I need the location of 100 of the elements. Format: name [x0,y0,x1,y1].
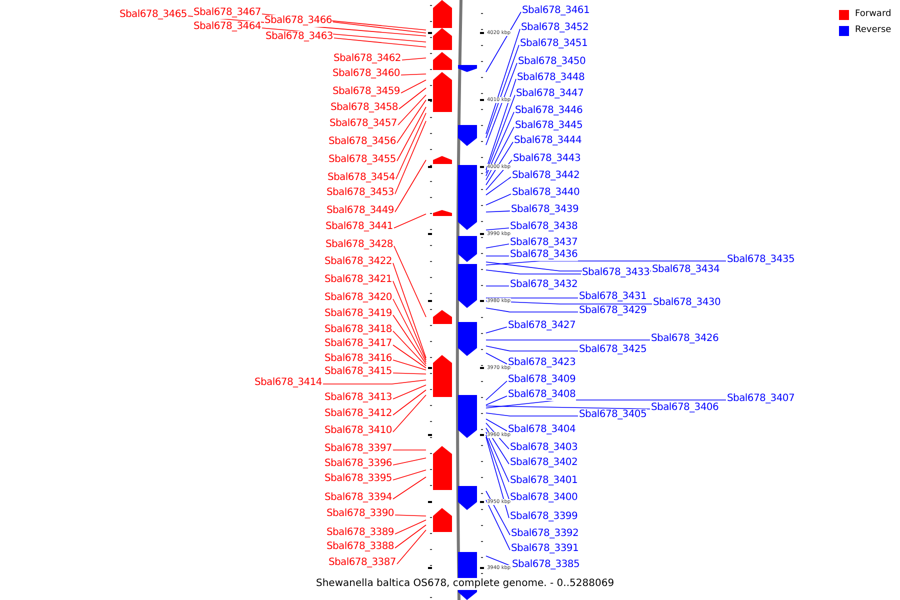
caption: Shewanella baltica OS678, complete genome. - 0..5288069 [316,578,614,590]
gene-label: Sbal678_3390 [326,508,394,520]
leader-line [486,244,510,248]
leader-line [392,360,426,370]
leader-line [486,228,510,230]
gene-label: Sbal678_3421 [324,274,392,286]
leader-line [486,44,520,138]
leader-line [486,112,514,176]
gene-label: Sbal678_3397 [324,443,392,455]
gene-label: Sbal678_3452 [521,22,589,34]
gene-label: Sbal678_3417 [324,338,392,350]
gene-label: Sbal678_3435 [727,254,795,266]
leader-line [402,58,426,60]
gene-label: Sbal678_3436 [510,249,578,261]
gene-label: Sbal678_3402 [510,457,578,469]
leader-line [486,556,512,566]
leader-line [394,520,426,534]
leader-line [394,514,426,516]
gene-label: Sbal678_3388 [326,541,394,553]
leader-line [400,74,426,76]
gene-label: Sbal678_3446 [515,105,583,117]
leader-line [486,160,512,190]
gene-label: Sbal678_3410 [324,425,392,437]
leader-line [486,308,578,312]
leader-line [396,112,426,180]
leader-line [392,262,426,358]
gene-label: Sbal678_3427 [508,320,576,332]
leader-line [392,298,426,362]
gene-label: Sbal678_3419 [324,308,392,320]
leader-line [486,28,520,134]
gene-label: Sbal678_3407 [727,393,795,405]
gene-label: Sbal678_3426 [651,333,719,345]
gene-label: Sbal678_3449 [326,205,394,217]
gene-label: Sbal678_3415 [324,366,392,378]
gene-label: Sbal678_3450 [518,56,586,68]
leader-line [486,12,522,72]
leader-line [392,372,426,374]
legend-label: Forward [855,9,892,20]
leader-line [486,396,508,406]
leader-line [486,406,650,410]
leader-line [486,500,510,550]
gene-label: Sbal678_3445 [515,120,583,132]
gene-label: Sbal678_3465 [119,9,187,21]
gene-label: Sbal678_3432 [510,279,578,291]
leader-line [392,384,426,400]
gene-label: Sbal678_3431 [579,291,647,303]
leader-line [486,176,512,196]
leader-line [486,490,510,536]
gene-label: Sbal678_3454 [327,172,395,184]
gene-label: Sbal678_3459 [332,86,400,98]
leader-line [486,346,578,352]
gene-label: Sbal678_3408 [508,389,576,401]
leader-line [486,412,578,416]
gene-label: Sbal678_3394 [324,492,392,504]
leader-line [334,38,426,48]
leader-line [486,326,508,334]
leader-line [486,126,514,180]
gene-label: Sbal678_3456 [328,136,396,148]
gene-label: Sbal678_3416 [324,353,392,365]
leader-line [486,352,508,364]
gene-label: Sbal678_3441 [325,221,393,233]
leader-line [486,78,516,170]
leader-line [394,246,426,318]
gene-label: Sbal678_3438 [510,221,578,233]
leader-line [486,428,510,464]
leader-line [322,380,426,384]
leader-line [392,280,426,360]
leader-line [396,106,426,162]
leader-line [396,100,426,144]
leader-line [486,434,510,500]
leader-line [486,400,726,408]
leader-line [392,476,426,500]
gene-label: Sbal678_3401 [510,475,578,487]
gene-label: Sbal678_3428 [325,239,393,251]
gene-label: Sbal678_3455 [328,154,396,166]
gene-label: Sbal678_3440 [512,187,580,199]
gene-label: Sbal678_3453 [326,187,394,199]
gene-label: Sbal678_3412 [324,408,392,420]
gene-label: Sbal678_3396 [324,458,392,470]
leader-line [400,80,426,94]
gene-label: Sbal678_3418 [324,324,392,336]
gene-label: Sbal678_3448 [517,72,585,84]
gene-label: Sbal678_3462 [333,53,401,65]
gene-label: Sbal678_3422 [324,256,392,268]
leader-line [392,394,426,432]
legend-label: Reverse [855,25,892,36]
gene-label: Sbal678_3443 [513,153,581,165]
leader-line [486,436,510,518]
leader-line [398,94,426,126]
leader-line [394,120,426,194]
leader-line [394,160,426,212]
leader-line [392,330,426,366]
gene-label: Sbal678_3464 [193,21,261,33]
gene-label: Sbal678_3460 [332,68,400,80]
gene-label: Sbal678_3439 [511,204,579,216]
gene-label: Sbal678_3458 [330,102,398,114]
gene-label: Sbal678_3392 [511,528,579,540]
gene-label: Sbal678_3403 [510,442,578,454]
leader-line [486,142,514,186]
gene-label: Sbal678_3457 [329,118,397,130]
